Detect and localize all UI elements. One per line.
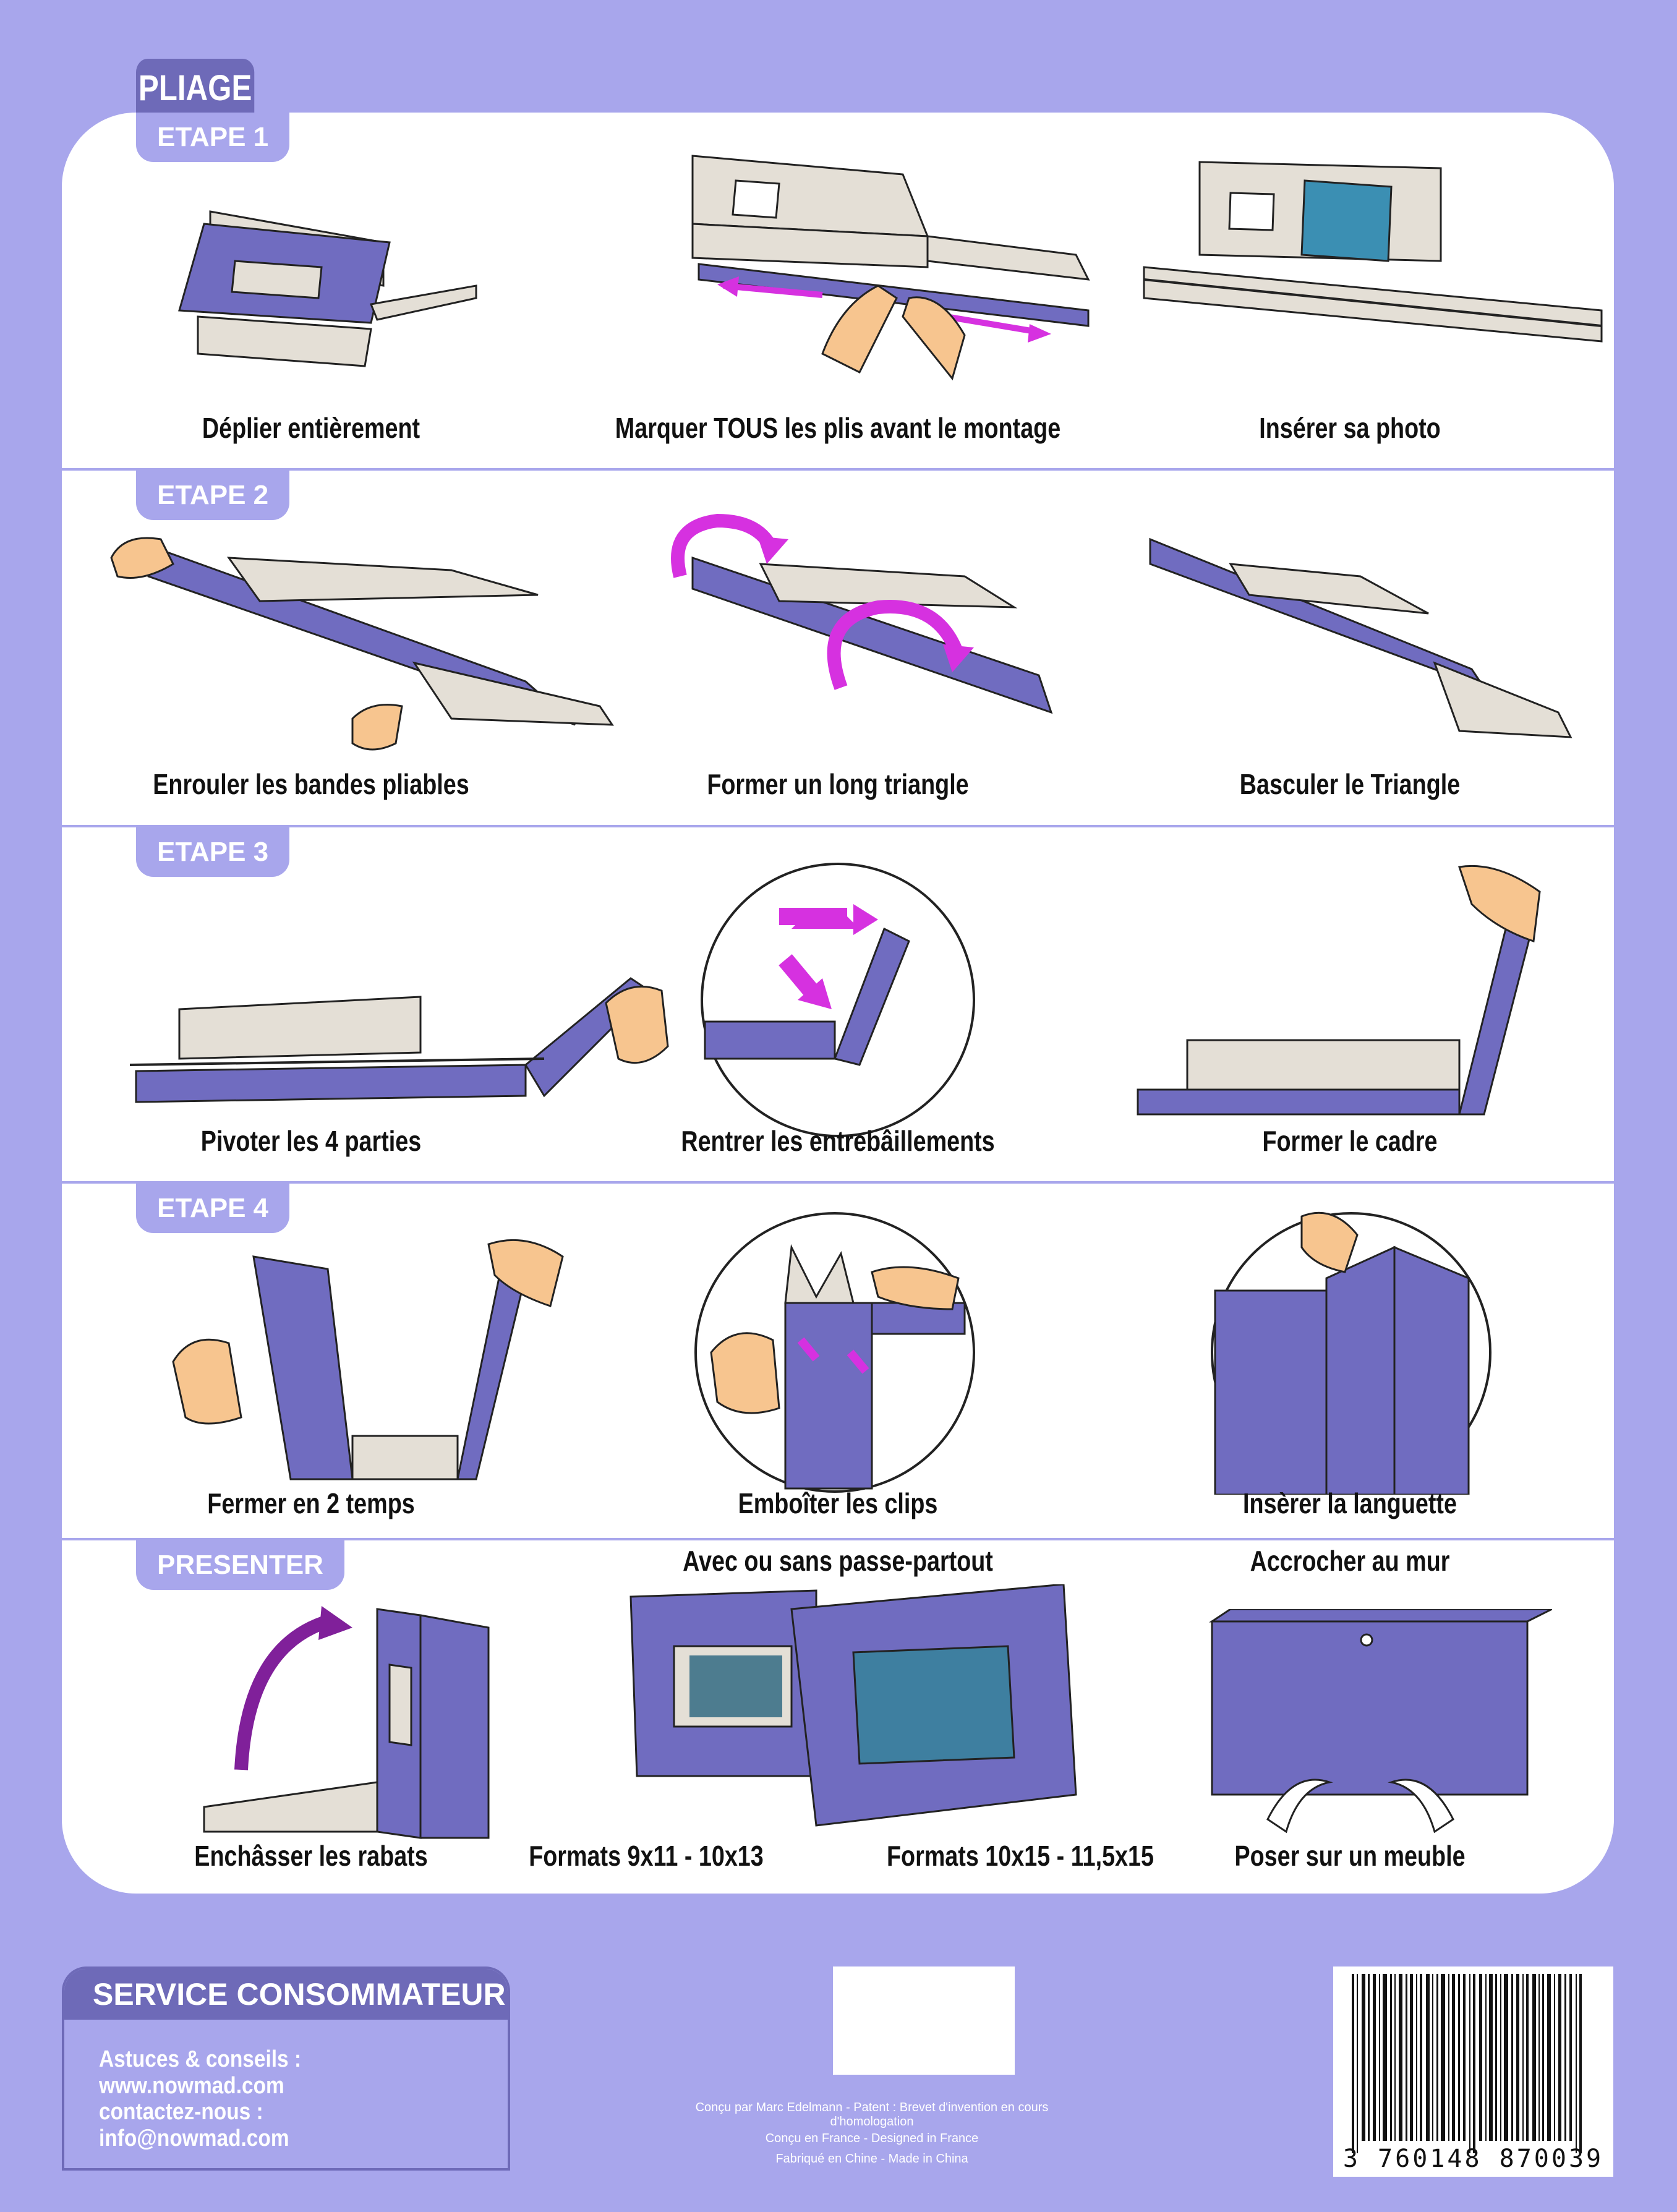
caption-insert-tab: Insèrer la languette [1243,1487,1457,1519]
barcode-number: 3 760148 870039 [1342,2145,1604,2173]
instructions-panel: ETAPE 1 ETAPE 2 ETAPE 3 ETAPE 4 PRESENTE… [62,113,1614,1894]
step-label-present: PRESENTER [136,1540,344,1590]
caption-roll-strips: Enrouler les bandes pliables [153,768,469,800]
designed-in-text: Conçu en France - Designed in France [765,2132,979,2145]
consumer-service-title: SERVICE CONSOMMATEUR [64,1969,508,2020]
caption-rotate-parts: Pivoter les 4 parties [200,1125,422,1157]
caption-fit-flaps: Enchâsser les rabats [194,1840,428,1872]
illustration-long-triangle [618,508,1113,780]
step-label-3: ETAPE 3 [136,827,290,877]
caption-formats-large: Formats 10x15 - 11,5x15 [887,1840,1154,1872]
illustration-insert-tab [1209,1210,1493,1495]
consumer-service-box: SERVICE CONSOMMATEUR Astuces & conseils … [62,1966,510,2171]
caption-form-frame: Former le cadre [1262,1125,1438,1157]
caption-close-two-steps: Fermer en 2 temps [207,1487,415,1519]
barcode: 3 760148 870039 [1333,1966,1613,2177]
illustration-unfold [167,205,489,391]
caption-long-triangle: Former un long triangle [707,768,969,800]
step-label-2: ETAPE 2 [136,471,290,520]
caption-unfold: Déplier entièrement [202,412,420,444]
caption-hang-on-wall: Accrocher au mur [1250,1545,1450,1577]
caption-with-or-without-mat: Avec ou sans passe-partout [683,1545,993,1577]
caption-formats-small: Formats 9x11 - 10x13 [529,1840,764,1872]
patent-text: Conçu par Marc Edelmann - Patent : Breve… [695,2101,1049,2129]
illustration-snap-clips [693,1210,977,1495]
caption-snap-clips: Emboîter les clips [738,1487,938,1519]
illustration-wall-hang [1206,1609,1552,1844]
illustration-insert-photo [1132,156,1614,378]
illustration-photo-frames [625,1584,1088,1844]
barcode-bars [1352,1974,1582,2153]
illustration-mark-folds [618,150,1101,397]
caption-insert-photo: Insérer sa photo [1259,412,1441,444]
tips-line: Astuces & conseils : www.nowmad.com [99,2046,302,2099]
divider [62,825,1614,827]
divider [62,1181,1614,1184]
illustration-close-two-steps [167,1219,600,1510]
divider [62,1538,1614,1540]
illustration-fit-flaps [167,1572,538,1850]
blank-label-box [833,1966,1015,2075]
illustration-roll-strips [105,521,631,780]
illustration-form-frame [1113,855,1583,1139]
pliage-header-tab: PLIAGE [136,59,255,117]
illustration-flip-triangle [1138,527,1583,774]
illustration-tuck-gaps [699,861,977,1139]
caption-flip-triangle: Basculer le Triangle [1239,768,1461,800]
divider [62,468,1614,471]
caption-mark-folds: Marquer TOUS les plis avant le montage [615,412,1061,444]
contact-line: contactez-nous : info@nowmad.com [99,2099,289,2151]
illustration-rotate-parts [124,910,680,1145]
caption-stand-on-furniture: Poser sur un meuble [1234,1840,1466,1872]
step-label-4: ETAPE 4 [136,1184,290,1233]
caption-tuck-gaps: Rentrer les entrebâillements [681,1125,995,1157]
step-label-1: ETAPE 1 [136,113,290,162]
made-in-text: Fabriqué en Chine - Made in China [775,2152,968,2166]
